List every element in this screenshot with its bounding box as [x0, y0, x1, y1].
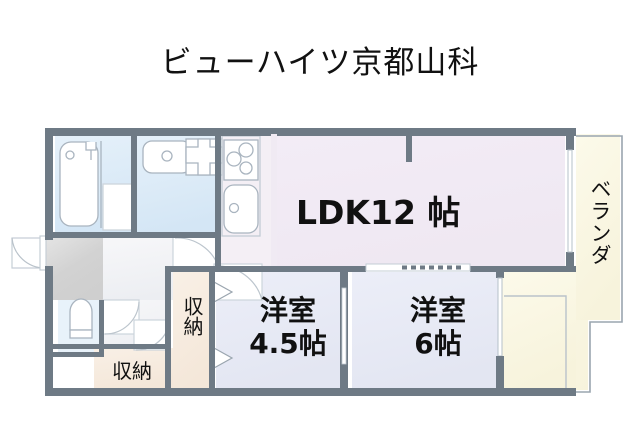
closet-upper-label: 収納 [180, 296, 204, 336]
page-title: ビューハイツ京都山科 [160, 45, 480, 81]
room-6-label-line1: 洋室 [409, 294, 466, 327]
room-4p5-label-line1: 洋室 [259, 294, 316, 327]
wall-bottom [45, 388, 505, 396]
wall-ldk-bedrooms-right [340, 266, 366, 272]
wall-room6-right-lower [496, 356, 504, 392]
toilet-icon [69, 298, 93, 339]
wall-toilet-bottom [53, 352, 104, 357]
entrance-floor [45, 238, 103, 300]
entrance-door[interactable] [11, 235, 47, 271]
balcony-lower-floor [500, 272, 576, 390]
wall-washroom-kitchen [215, 134, 221, 238]
stove-icon [223, 139, 259, 181]
veranda-floor-main [576, 134, 620, 320]
wall-closet-room [209, 272, 215, 390]
wall-bottom-right [500, 388, 576, 396]
washbasin-icon [142, 140, 192, 174]
wall-top [45, 128, 576, 136]
wall-bath-washroom [131, 134, 137, 234]
shower-head-icon [85, 142, 97, 160]
veranda-label: ベランダ [588, 178, 612, 266]
wall-kitchen-hall [215, 232, 221, 268]
closet-upper-floor [173, 272, 213, 390]
wall-ldk-bedrooms-far [470, 266, 576, 272]
wall-stub-ldk [406, 134, 412, 162]
walls [45, 128, 623, 396]
room-fills [45, 134, 620, 390]
wall-room6-right-upper [496, 266, 504, 278]
wall-wet-hall [53, 232, 215, 238]
closet-lower-floor [94, 348, 174, 390]
wall-kitchen-ldk [271, 134, 277, 266]
toilet-door[interactable] [102, 299, 140, 335]
door-swings [11, 235, 263, 351]
wall-hall-closet [165, 266, 171, 396]
bedroom-divider-panel[interactable] [341, 287, 347, 365]
kitchen-sink-icon [223, 184, 259, 234]
wall-left-lower [45, 266, 53, 396]
bath-door-leaf[interactable] [102, 183, 134, 231]
wall-closet-lower-top [90, 344, 170, 349]
room-6-label-line2: 6帖 [414, 327, 462, 360]
ldk-floor [277, 134, 565, 266]
closet-lower-label: 収納 [112, 359, 152, 383]
wall-ldk-bedrooms [165, 266, 341, 272]
ldk-bedroom-sliding-door[interactable] [365, 263, 471, 272]
room-4p5-label: 洋室 4.5帖 [234, 294, 342, 360]
balcony-lower-outline [504, 295, 567, 388]
room-4p5-label-line2: 4.5帖 [249, 327, 327, 360]
fixtures [59, 135, 261, 339]
room-6-label: 洋室 6帖 [386, 294, 490, 360]
wall-toilet-right [99, 300, 104, 356]
wall-left-upper [45, 128, 53, 240]
veranda-outline [576, 135, 623, 393]
wall-right-ldk [566, 128, 574, 150]
wall-hall-bottom [53, 344, 95, 349]
wall-right-ldk-lower [566, 252, 574, 272]
washroom-door[interactable] [172, 235, 220, 269]
room-6-floor [352, 272, 500, 390]
bathtub-icon [59, 141, 99, 227]
veranda-window[interactable] [567, 149, 573, 253]
ldk-label: LDK12 帖 [296, 193, 461, 232]
bedroom-window-right[interactable] [497, 277, 503, 357]
